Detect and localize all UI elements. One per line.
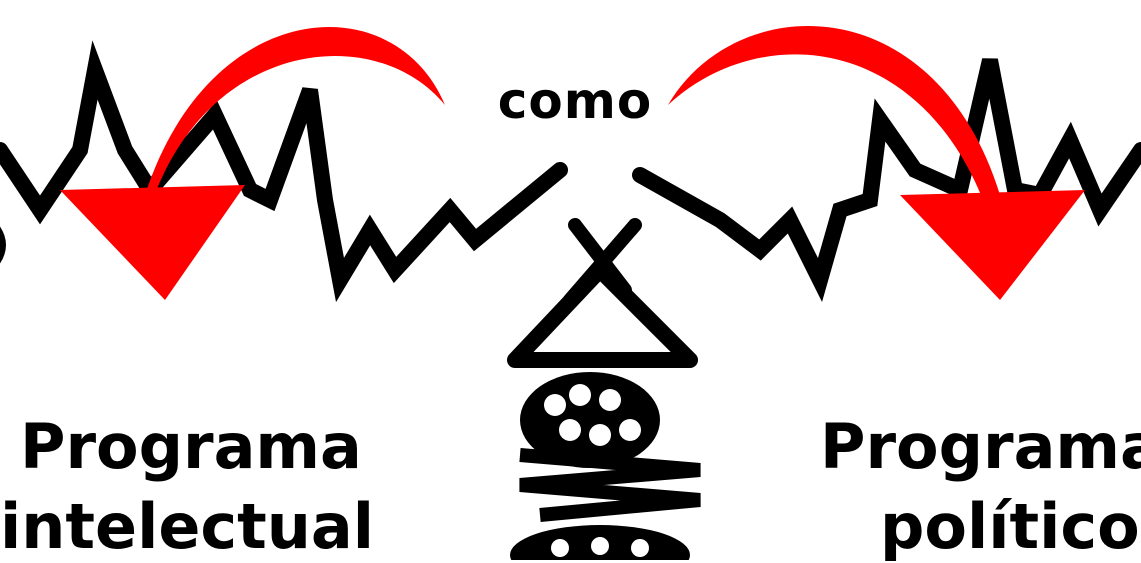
spiral-dot xyxy=(551,539,569,557)
spiral-dot xyxy=(631,539,649,557)
left-red-arrowhead xyxy=(60,185,245,300)
left-label-line1: Programa xyxy=(20,410,350,483)
left-label-line2: intelectual xyxy=(0,490,370,563)
spiral-dot xyxy=(591,537,609,555)
center-triangle xyxy=(515,270,690,360)
connector-word: como xyxy=(490,72,660,130)
spiral-dot xyxy=(589,424,611,446)
spiral-zigzag xyxy=(520,455,700,515)
spiral-dot xyxy=(619,419,641,441)
spiral-dot xyxy=(599,389,621,411)
right-label-line1: Programa xyxy=(820,410,1141,483)
spiral-dot xyxy=(559,419,581,441)
left-zigzag-line xyxy=(0,70,560,280)
spiral-dot xyxy=(569,384,591,406)
right-red-arrowhead xyxy=(900,190,1085,300)
right-zigzag-line xyxy=(640,60,1141,280)
spiral-dot xyxy=(544,394,566,416)
right-label-line2: político xyxy=(880,490,1110,563)
